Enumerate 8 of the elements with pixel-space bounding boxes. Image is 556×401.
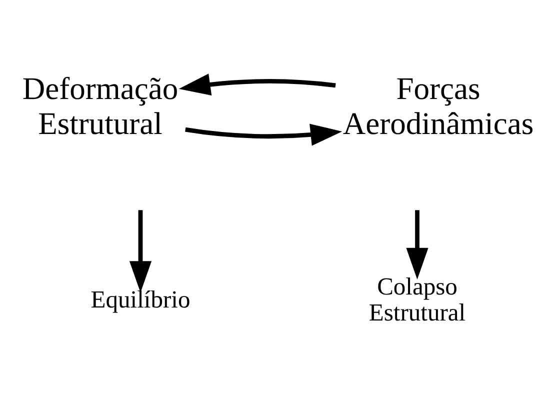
arrow — [406, 210, 428, 280]
node-text: Deformação Estrutural — [22, 70, 178, 142]
arrow — [185, 124, 342, 146]
arrow — [178, 74, 336, 96]
node-text: Equilíbrio — [90, 286, 190, 314]
node-text: Forças Aerodinâmicas — [342, 70, 534, 142]
arrow — [129, 210, 152, 293]
node-text: Colapso Estrutural — [368, 273, 466, 327]
